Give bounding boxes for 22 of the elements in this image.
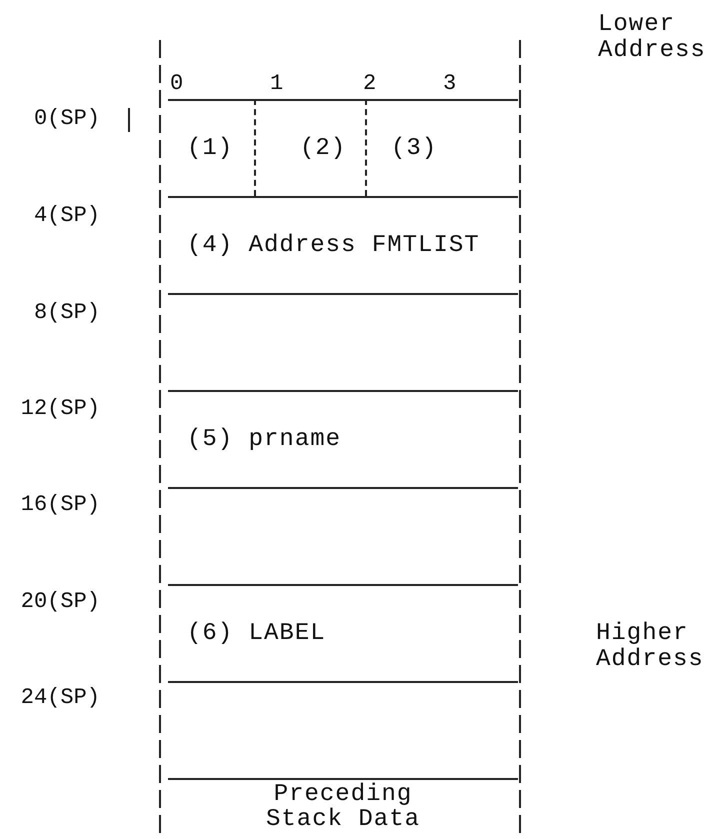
address-direction-label: Higher Address <box>596 621 705 674</box>
stack-offset-label: 12(SP) <box>20 397 100 422</box>
stack-offset-label: 4(SP) <box>32 204 100 228</box>
slot-text: (2) <box>300 135 346 162</box>
slot-text: (5) prname <box>187 426 342 453</box>
stack-offset-label: 16(SP) <box>20 493 100 518</box>
byte-offset: 1 <box>270 72 284 96</box>
slot-text: (3) <box>391 135 438 162</box>
stack-offset-label: 24(SP) <box>20 686 100 710</box>
slot-text: (1) <box>187 135 234 162</box>
stack-offset-label: 20(SP) <box>20 590 100 614</box>
byte-offset: 3 <box>443 72 456 96</box>
slot-text: (4) Address FMTLIST <box>187 232 480 259</box>
slot-text: Preceding Stack Data <box>264 782 422 832</box>
stack-slot <box>168 99 256 196</box>
byte-offset: 2 <box>363 72 376 96</box>
byte-offset: 0 <box>170 72 184 96</box>
stack-offset-label: 8(SP) <box>32 301 100 326</box>
stack-offset-label: 0(SP) <box>32 107 100 132</box>
address-direction-label: Lower Address <box>598 12 707 65</box>
stack-slot <box>256 99 367 196</box>
slot-text: (6) LABEL <box>187 620 326 647</box>
